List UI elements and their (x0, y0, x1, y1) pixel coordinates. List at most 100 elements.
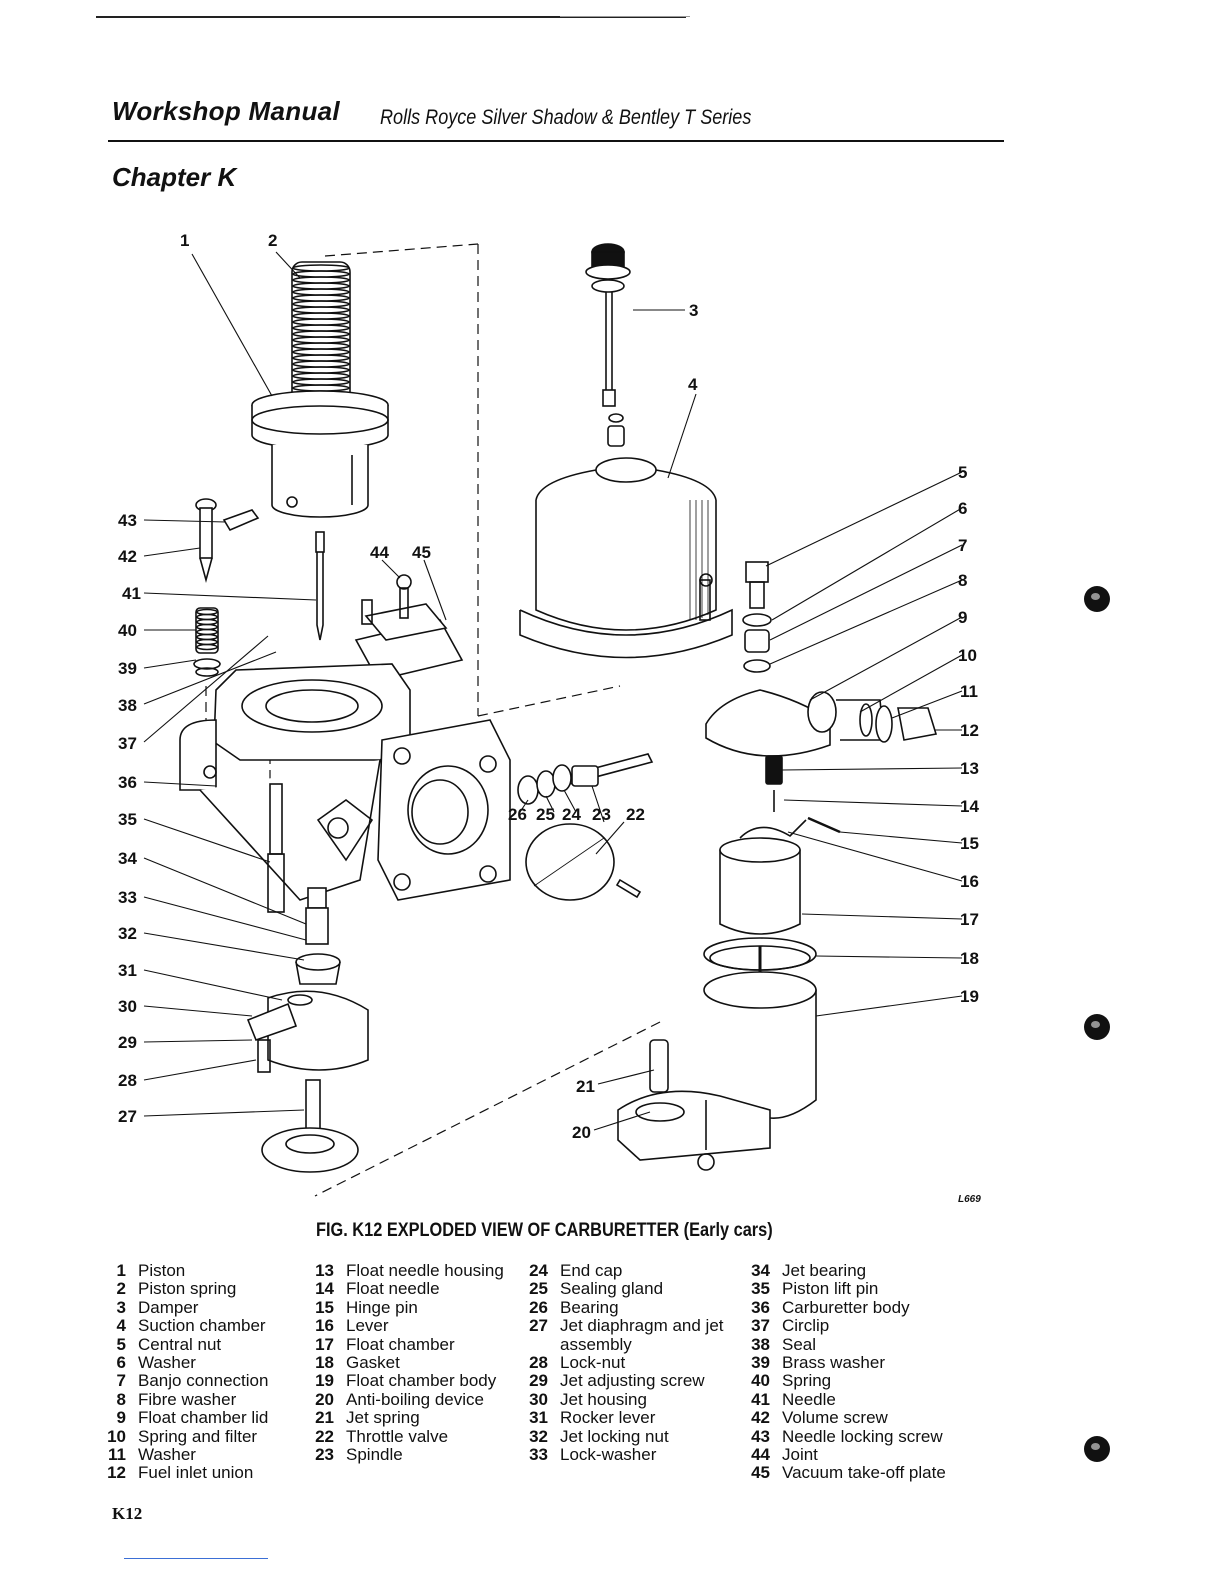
legend-item-number: 1 (116, 1261, 126, 1280)
callout-10: 10 (958, 646, 977, 665)
legend-item-number: 25 (529, 1279, 548, 1299)
legend-item-label: End cap (560, 1261, 623, 1280)
legend-item-label: Hinge pin (346, 1297, 418, 1317)
legend-item-label: Jet housing (560, 1389, 647, 1409)
legend-item: 25 Sealing gland (520, 1279, 724, 1299)
legend-item: 12 Fuel inlet union (98, 1463, 268, 1483)
callout-1: 1 (180, 231, 189, 250)
legend-item-label: Rocker lever (560, 1408, 656, 1428)
legend-item-label: Sealing gland (560, 1279, 664, 1299)
legend-item-label: Needle (782, 1389, 836, 1409)
callout-27: 27 (118, 1107, 137, 1126)
callout-35: 35 (118, 810, 137, 829)
carburetter-body-drawing (179, 663, 411, 901)
legend-item-number: 14 (315, 1279, 334, 1299)
callout-7: 7 (958, 536, 967, 555)
legend-item-label: Needle locking screw (782, 1426, 943, 1446)
legend-item-label: Jet adjusting screw (560, 1371, 705, 1391)
legend-item-number: 26 (529, 1297, 548, 1317)
float-chamber-drawing (617, 561, 938, 1171)
piston-spring-drawing (291, 261, 351, 423)
legend-item-number: 32 (529, 1426, 548, 1446)
legend-item-label: Spindle (346, 1445, 403, 1465)
legend-item-label: Float chamber (346, 1334, 455, 1354)
legend-item-label: Fuel inlet union (138, 1463, 254, 1483)
callout-6: 6 (958, 499, 967, 518)
callout-20: 20 (572, 1123, 591, 1142)
legend-item-number: 36 (751, 1297, 770, 1317)
needle-spring-drawing (193, 607, 221, 677)
callout-14: 14 (960, 797, 979, 816)
legend-item-number: 10 (107, 1426, 126, 1446)
legend-item-label: Brass washer (782, 1353, 885, 1373)
leader-lines (143, 251, 963, 1131)
spring-coil (196, 643, 218, 651)
jet-assembly-drawing (246, 783, 369, 1173)
legend-item-number: 44 (751, 1445, 770, 1465)
legend-item-label: Seal (782, 1334, 817, 1354)
manual-title: Workshop Manual (112, 96, 340, 126)
callout-37: 37 (118, 734, 137, 753)
legend-item-number: 18 (315, 1353, 334, 1373)
legend-item-number: 7 (116, 1371, 126, 1391)
top-rule (96, 16, 686, 18)
legend-item-number: 4 (116, 1316, 126, 1336)
top-rule-faint (560, 16, 690, 17)
legend-item-number: 20 (315, 1389, 334, 1409)
callout-9: 9 (958, 608, 967, 627)
callout-34: 34 (118, 849, 137, 868)
legend-item-number: 27 (529, 1316, 548, 1336)
legend-item-label: Washer (138, 1353, 196, 1373)
manual-subtitle: Rolls Royce Silver Shadow & Bentley T Se… (380, 106, 752, 129)
punch-hole-middle (1084, 1014, 1110, 1040)
legend-item-label: Lock-washer (560, 1445, 657, 1465)
throttle-flange-drawing (316, 719, 511, 901)
legend-item-label: Fibre washer (138, 1389, 237, 1409)
legend-item-number: 11 (108, 1445, 126, 1465)
legend-item-label: Gasket (346, 1353, 400, 1373)
legend-item-label: Suction chamber (138, 1316, 266, 1336)
legend-item-label: Float chamber lid (138, 1408, 269, 1428)
callout-42: 42 (118, 547, 137, 566)
suction-chamber-drawing (519, 457, 733, 659)
throttle-valve-drawing (525, 823, 642, 901)
legend-item-label: Piston spring (138, 1279, 237, 1299)
legend-item-number: 39 (751, 1353, 770, 1373)
callout-2: 2 (268, 231, 277, 250)
legend-item-label: Circlip (782, 1316, 830, 1336)
callout-36: 36 (118, 773, 137, 792)
legend-item-number: 2 (116, 1279, 126, 1299)
legend-item-number: 12 (107, 1463, 126, 1483)
callout-15: 15 (960, 834, 979, 853)
legend-item: 32 Jet locking nut (520, 1426, 724, 1446)
callout-40: 40 (118, 621, 137, 640)
callout-32: 32 (118, 924, 137, 943)
legend-item-number: 28 (529, 1353, 548, 1373)
legend-item-number: 3 (116, 1297, 126, 1317)
legend-item-number (520, 1336, 548, 1354)
legend-item-label: Banjo connection (138, 1371, 269, 1391)
legend-item-label: Anti-boiling device (346, 1389, 484, 1409)
callout-12: 12 (960, 721, 979, 740)
legend-item-label: Jet locking nut (560, 1426, 669, 1446)
legend-item: 4 Suction chamber (98, 1316, 268, 1336)
callout-38: 38 (118, 696, 137, 715)
legend-item: 44 Joint (742, 1445, 946, 1465)
legend-item-label: Joint (782, 1445, 818, 1465)
header-rule (108, 140, 1004, 142)
legend-item-number: 5 (116, 1334, 126, 1354)
